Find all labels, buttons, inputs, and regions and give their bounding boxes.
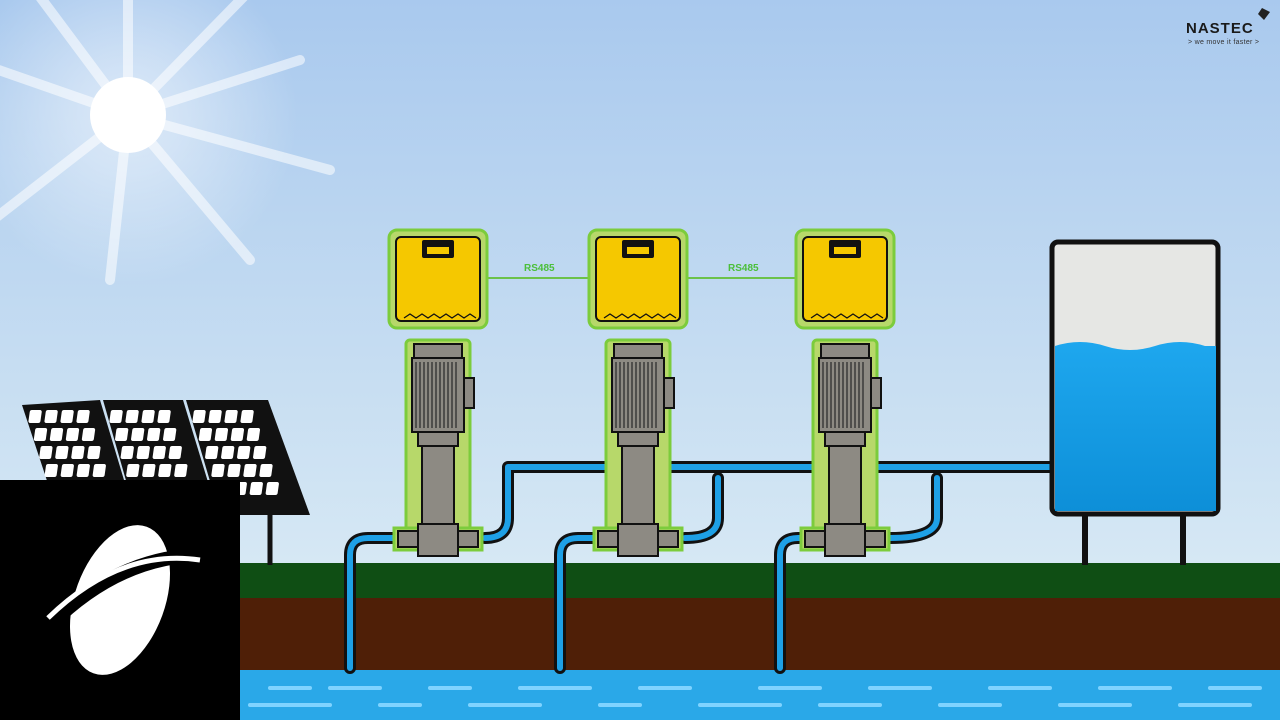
pump-unit-3 [794, 228, 896, 557]
pump-icon [392, 338, 484, 557]
rs485-label-2: RS485 [728, 263, 759, 274]
tank-icon [1049, 239, 1221, 565]
inverter-icon [794, 228, 896, 330]
inverter-icon [587, 228, 689, 330]
brand-name: NASTEC [1186, 20, 1254, 37]
pump-icon [592, 338, 684, 557]
inverter-icon [387, 228, 489, 330]
pump-unit-1 [387, 228, 489, 557]
brand-mark-icon [1258, 8, 1270, 20]
pipe-network [344, 461, 1061, 674]
water-ripples [248, 686, 1262, 707]
brand-tagline: > we move it faster > [1188, 39, 1260, 46]
nastec-logo-icon [0, 480, 240, 720]
rs485-label-1: RS485 [524, 263, 555, 274]
pump-icon [799, 338, 891, 557]
pump-unit-2 [587, 228, 689, 557]
sun-icon [0, 0, 335, 285]
